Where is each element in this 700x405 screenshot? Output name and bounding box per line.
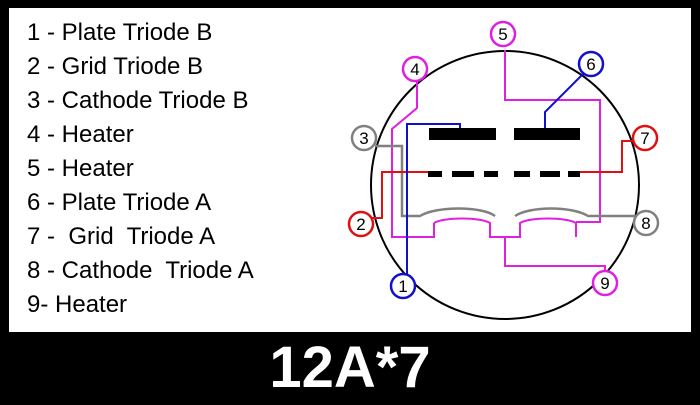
- cathode-triode-a: [514, 207, 636, 218]
- pin-2-label: 2: [356, 215, 365, 234]
- plate-triode-b: [429, 128, 496, 140]
- tube-type-title: 12A*7: [269, 335, 431, 400]
- pin-9-label: 9: [600, 274, 609, 293]
- pin-6-label: 6: [586, 55, 595, 74]
- pin-8-label: 8: [641, 214, 650, 233]
- cathode-wiring: [375, 144, 636, 218]
- pin-4-label: 4: [410, 60, 419, 79]
- pin-1-marker: [389, 272, 417, 300]
- pin-3-marker: [350, 124, 378, 152]
- pin-5-marker: [489, 20, 517, 48]
- heater-wire-pin-9: [504, 237, 606, 274]
- pin-legend: 1 - Plate Triode B 2 - Grid Triode B 3 -…: [27, 16, 254, 322]
- legend-item-pin-5: 5 - Heater: [27, 155, 134, 182]
- diagram-panel: [9, 8, 691, 332]
- pin-6-marker: [577, 50, 605, 78]
- heater-wire-pin-5: [504, 50, 601, 223]
- pin-1-label: 1: [398, 277, 407, 296]
- legend-item-pin-1: 1 - Plate Triode B: [27, 19, 213, 46]
- legend-item-pin-4: 4 - Heater: [27, 121, 134, 148]
- pin-7-marker: [631, 124, 659, 152]
- legend-item-pin-2: 2 - Grid Triode B: [27, 53, 204, 80]
- cathode-triode-b: [375, 144, 496, 218]
- grid-wire-pin-7: [578, 140, 634, 173]
- legend-item-pin-8: 8 - Cathode Triode A: [27, 257, 254, 284]
- pin-2-marker: [347, 210, 375, 238]
- pin-7-label: 7: [640, 129, 649, 148]
- plate-triode-a: [514, 128, 580, 140]
- legend-item-pin-7: 7 - Grid Triode A: [27, 223, 216, 250]
- pin-4-marker: [401, 55, 429, 83]
- pin-3-label: 3: [359, 129, 368, 148]
- pin-8-marker: [632, 209, 660, 237]
- grid-wire-pin-2: [370, 171, 430, 219]
- legend-item-pin-3: 3 - Cathode Triode B: [27, 87, 249, 114]
- pin-markers: 1 2 3 4 5 6 7 8 9: [347, 20, 660, 300]
- pin-9-marker: [591, 269, 619, 297]
- heater-filament: [433, 217, 577, 238]
- pin-5-label: 5: [498, 25, 507, 44]
- grid-wiring: [370, 140, 634, 219]
- plate-wire-pin-1: [406, 123, 461, 277]
- legend-item-pin-9: 9- Heater: [27, 291, 128, 318]
- heater-wire-pin-4: [391, 81, 435, 238]
- plate-wire-pin-6: [544, 71, 586, 128]
- legend-item-pin-6: 6 - Plate Triode A: [27, 189, 212, 216]
